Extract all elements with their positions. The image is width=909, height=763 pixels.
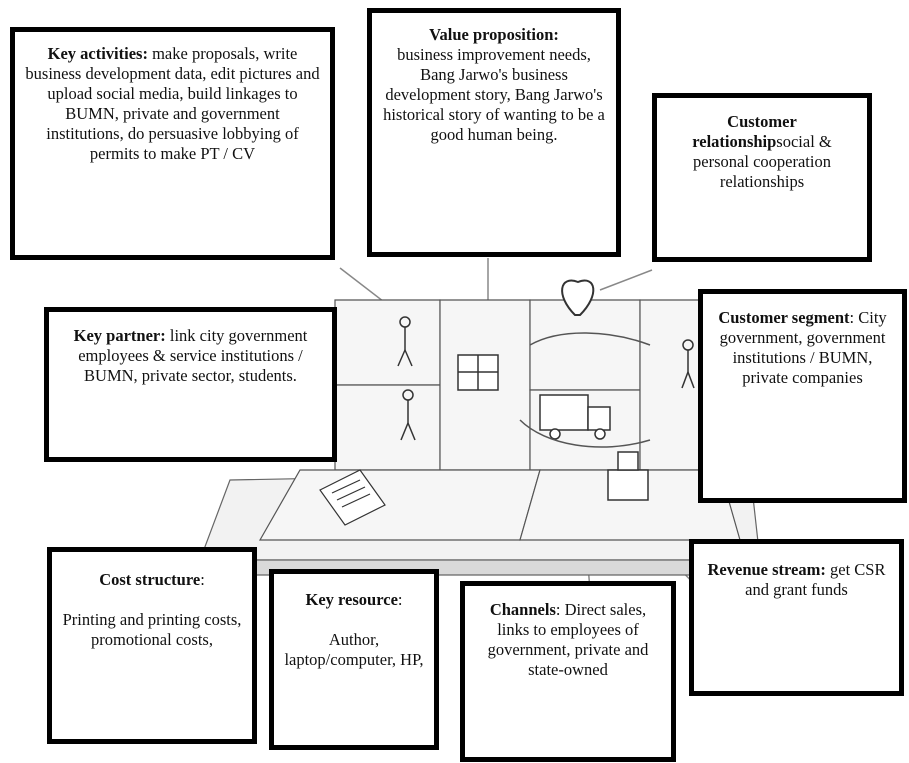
block-colon: :	[397, 590, 403, 609]
revenue-stream-block: Revenue stream: get CSR and grant funds	[689, 539, 904, 696]
document-icon	[319, 469, 386, 526]
person-icon	[681, 339, 695, 389]
block-text: link city government employees & service…	[78, 326, 308, 385]
block-text: Printing and printing costs, promotional…	[62, 610, 242, 649]
block-label: Revenue stream:	[707, 560, 826, 579]
customer-segment-block: Customer segment: City government, gover…	[698, 289, 907, 503]
block-label: Key partner:	[73, 326, 166, 345]
person-icon	[400, 389, 416, 441]
customer-relationship-block: Customer relationshipsocial & personal c…	[652, 93, 872, 262]
block-label: Customer relationship	[692, 112, 797, 151]
channels-block: Channels: Direct sales, links to employe…	[460, 581, 676, 762]
key-partner-block: Key partner: link city government employ…	[44, 307, 337, 462]
block-text: Author, laptop/computer, HP,	[284, 630, 424, 669]
block-text: make proposals, write business developme…	[25, 44, 320, 163]
key-resource-block: Key resource: Author, laptop/computer, H…	[269, 569, 439, 750]
value-proposition-block: Value proposition: business improvement …	[367, 8, 621, 257]
block-label: Channels	[489, 600, 556, 619]
block-text: : Direct sales, links to employees of go…	[487, 600, 649, 679]
block-text: business improvement needs, Bang Jarwo's…	[383, 45, 605, 144]
cost-structure-block: Cost structure: Printing and printing co…	[47, 547, 257, 744]
block-text: get CSR and grant funds	[745, 560, 886, 599]
connector-line	[599, 269, 653, 291]
truck-icon	[539, 394, 611, 440]
person-icon	[397, 316, 413, 367]
arrow-icon	[519, 419, 651, 448]
block-text: social & personal cooperation relationsh…	[693, 132, 832, 191]
key-activities-block: Key activities: make proposals, write bu…	[10, 27, 335, 260]
gift-icon	[457, 354, 499, 391]
block-label: Key resource	[305, 590, 398, 609]
block-colon: :	[200, 570, 205, 589]
cash-register-icon	[607, 451, 649, 501]
block-text: : City government, government institutio…	[719, 308, 887, 387]
block-label: Cost structure	[99, 570, 201, 589]
heart-icon	[561, 279, 595, 316]
arrow-icon	[529, 332, 651, 346]
block-label: Key activities:	[47, 44, 148, 63]
block-label: Customer segment	[718, 308, 850, 327]
block-label: Value proposition:	[429, 25, 559, 44]
connector-line	[460, 258, 520, 304]
